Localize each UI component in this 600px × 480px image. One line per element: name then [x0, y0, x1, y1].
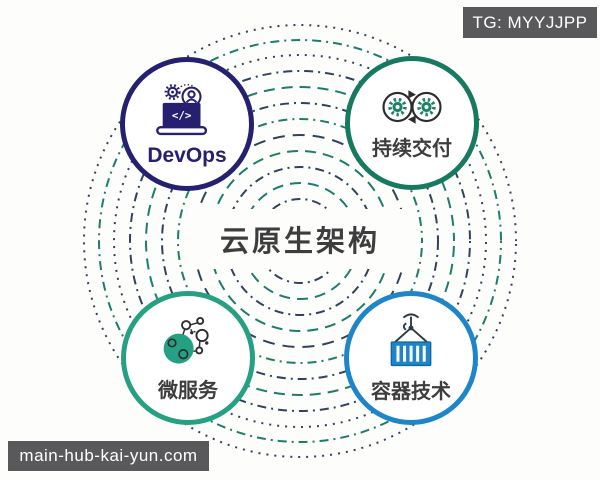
node-label-continuous-delivery: 持续交付 — [372, 138, 452, 160]
node-continuous-delivery: 持续交付 — [345, 56, 479, 190]
tg-watermark-badge: TG: MYYJJPP — [463, 7, 597, 38]
center-title-band: 云原生架构 — [188, 209, 412, 269]
node-label-microservices: 微服务 — [158, 380, 218, 402]
container-crane-icon — [390, 313, 432, 367]
node-container-technology: 容器技术 — [344, 291, 478, 425]
node-microservices: 微服务 — [121, 291, 255, 425]
molecule-network-icon — [163, 316, 209, 364]
node-label-devops: DevOps — [147, 143, 227, 167]
diagram-title: 云原生架构 — [219, 226, 380, 258]
code-glyph: </> — [172, 109, 192, 122]
node-devops: </> DevOps — [120, 57, 254, 191]
node-label-container-technology: 容器技术 — [371, 381, 451, 403]
domain-watermark-badge: main-hub-kai-yun.com — [8, 441, 209, 471]
devops-laptop-icon: </> — [156, 83, 208, 135]
infinity-gears-icon — [382, 90, 442, 124]
